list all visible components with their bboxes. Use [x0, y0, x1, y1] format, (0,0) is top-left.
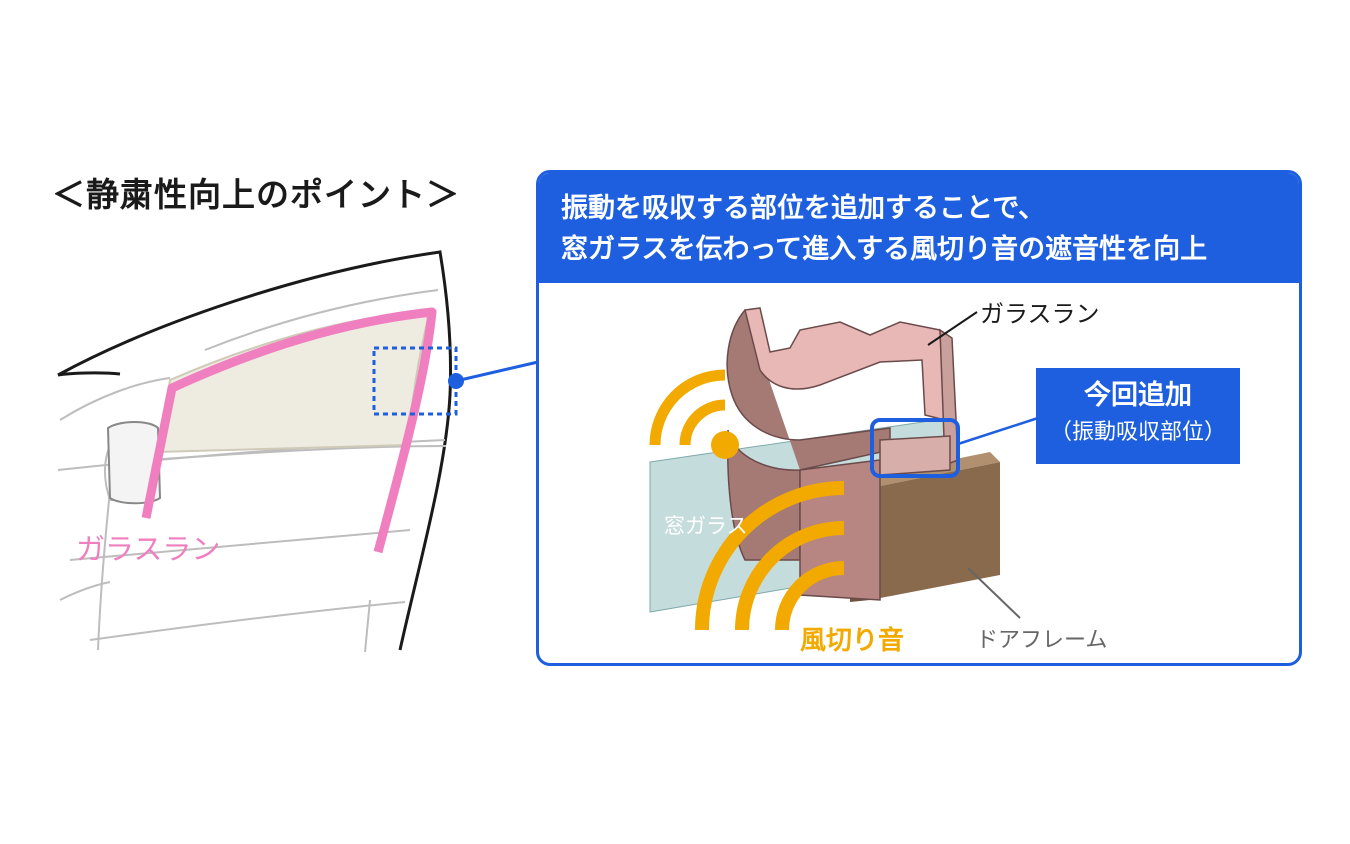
door-frame-label: ドアフレーム [976, 628, 1108, 653]
page-title: ＜静粛性向上のポイント＞ [52, 175, 460, 214]
glass-run-leader [927, 311, 978, 346]
door-frame-leader [967, 567, 1021, 619]
callout-title: 今回追加 [1084, 380, 1192, 411]
glass-run-label: ガラスラン [980, 300, 1100, 328]
callout-connector-line [455, 360, 539, 383]
wind-noise-waves-top [649, 369, 739, 459]
car-inner-lines [57, 289, 447, 653]
window-glass-label: 窓ガラス [664, 514, 748, 538]
car-body-outline [57, 250, 453, 651]
panel-header-line-1: 振動を吸収する部位を追加することで、 [561, 193, 1046, 224]
mirror-housing [106, 421, 162, 505]
detail-area-marker [372, 346, 458, 416]
callout-subtitle: （振動吸収部位） [1049, 420, 1226, 445]
panel-header: 振動を吸収する部位を追加することで、 窓ガラスを伝わって進入する風切り音の遮音性… [539, 173, 1299, 283]
callout-leader [957, 416, 1039, 446]
wind-noise-waves-bottom [695, 481, 845, 631]
wind-noise-label: 風切り音 [800, 626, 905, 656]
added-part-callout: 今回追加 （振動吸収部位） [1036, 368, 1240, 464]
glass-run-highlight [141, 307, 437, 554]
glass-run-label-car: ガラスラン [76, 532, 221, 566]
connector-dot [448, 373, 464, 389]
car-door-illustration [57, 250, 458, 653]
added-part-highlight [870, 418, 960, 478]
panel-header-line-2: 窓ガラスを伝わって進入する風切り音の遮音性を向上 [561, 234, 1208, 265]
